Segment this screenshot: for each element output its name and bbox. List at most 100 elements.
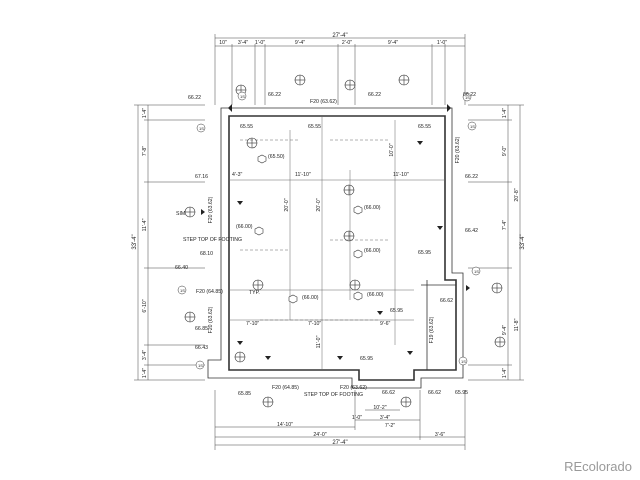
dim-bottom-d: 7'-2" bbox=[385, 423, 395, 429]
elev-1: 66.22 bbox=[188, 95, 201, 101]
tag-8: 1S bbox=[461, 359, 466, 364]
tag-circles bbox=[177, 91, 481, 370]
dim-left-d: 6'-10" bbox=[142, 299, 148, 312]
dim-top-5: 2'-0" bbox=[342, 40, 352, 46]
bracket-elev-1: (65.50) bbox=[268, 154, 285, 160]
elev-14: 66.62 bbox=[440, 298, 453, 304]
dim-right-e: 9'-4" bbox=[502, 325, 508, 335]
elev-2: 66.22 bbox=[268, 92, 281, 98]
inner-dim-h: 20'-0" bbox=[284, 198, 290, 211]
dim-top-3: 1'-0" bbox=[255, 40, 265, 46]
dim-right-g: 1'-4" bbox=[502, 368, 508, 378]
footing-bottom1: F20 (64.85) bbox=[272, 385, 299, 391]
elev-7: 65.55 bbox=[418, 124, 431, 130]
notch-lines bbox=[421, 280, 456, 370]
dim-bottom-c: 3'-4" bbox=[380, 415, 390, 421]
dim-left-overall: 33'-4" bbox=[132, 234, 138, 249]
tag-3: 1S bbox=[199, 126, 204, 131]
tag-6: 1S bbox=[474, 269, 479, 274]
inner-dim-g: 10'-0" bbox=[389, 143, 395, 156]
elev-17: 66.43 bbox=[195, 345, 208, 351]
footing-top: F20 (63.62) bbox=[310, 99, 337, 105]
note-typ: TYP. bbox=[249, 290, 260, 296]
note-step-left: STEP TOP OF FOOTING bbox=[183, 237, 242, 243]
bracket-elev-3: (66.00) bbox=[236, 224, 253, 230]
column-markers bbox=[184, 74, 506, 408]
elev-15: 65.95 bbox=[390, 308, 403, 314]
dim-bottom-overall: 27'-4" bbox=[332, 440, 347, 446]
elev-10: 66.42 bbox=[465, 228, 478, 234]
elev-12: 66.40 bbox=[175, 265, 188, 271]
inner-dim-j: 11'-0" bbox=[316, 335, 322, 348]
dim-left-c: 11'-4" bbox=[142, 218, 148, 231]
dim-right-a: 1'-4" bbox=[502, 108, 508, 118]
tag-2: 1S bbox=[465, 95, 470, 100]
elev-11: 65.95 bbox=[418, 250, 431, 256]
dim-left-e: 3'-4" bbox=[142, 350, 148, 360]
note-step-bottom: STEP TOP OF FOOTING bbox=[304, 392, 363, 398]
dim-right-b: 9'-0" bbox=[502, 146, 508, 156]
tag-7: 1S bbox=[180, 288, 185, 293]
elev-22: 65.95 bbox=[455, 390, 468, 396]
bottom-dimension-lines bbox=[214, 390, 466, 450]
foundation-outline-inner bbox=[228, 115, 457, 381]
inner-dim-a: 4'-3" bbox=[232, 172, 242, 178]
dim-right-f: 11'-8" bbox=[514, 318, 520, 331]
elev-4: 66.22 bbox=[463, 92, 476, 98]
tag-1: 1S bbox=[240, 94, 245, 99]
footing-bottom2: F20 (63.62) bbox=[340, 385, 367, 391]
inner-dim-i: 20'-0" bbox=[316, 198, 322, 211]
dim-right-d: 7'-4" bbox=[502, 220, 508, 230]
dim-bottom-b: 1'-0" bbox=[352, 415, 362, 421]
hex-tags bbox=[254, 154, 363, 304]
dim-bottom-f: 24'-0" bbox=[313, 432, 326, 438]
footing-left: F20 (63.62) bbox=[208, 196, 214, 223]
footing-right: F20 (63.62) bbox=[455, 136, 461, 163]
elev-13: 68.10 bbox=[200, 251, 213, 257]
dim-top-1: 10" bbox=[219, 40, 227, 46]
inner-dim-e: 7'-10" bbox=[308, 321, 321, 327]
elev-16: 66.85 bbox=[195, 326, 208, 332]
dim-bottom-e: 14'-10" bbox=[277, 422, 293, 428]
bracket-elev-6: (66.00) bbox=[367, 292, 384, 298]
dim-bottom-g: 3'-6" bbox=[435, 432, 445, 438]
arrow-markers bbox=[201, 104, 470, 360]
footing-right3: F19 (63.62) bbox=[429, 316, 435, 343]
footing-left3: F20 (63.62) bbox=[208, 306, 214, 333]
dim-left-f: 1'-4" bbox=[142, 368, 148, 378]
dim-right-c: 20'-8" bbox=[514, 188, 520, 201]
elev-5: 65.55 bbox=[240, 124, 253, 130]
inner-dim-c: 11'-10" bbox=[393, 172, 409, 178]
dim-top-6: 9'-4" bbox=[388, 40, 398, 46]
dim-top-overall: 27'-4" bbox=[332, 33, 347, 39]
tag-5: 1S bbox=[198, 363, 203, 368]
elev-8: 67.16 bbox=[195, 174, 208, 180]
elev-19: 65.85 bbox=[238, 391, 251, 397]
dim-left-b: 7'-8" bbox=[142, 146, 148, 156]
top-dimension-lines bbox=[214, 34, 466, 105]
dim-top-7: 1'-0" bbox=[437, 40, 447, 46]
inner-dim-f: 9'-6" bbox=[380, 321, 390, 327]
footing-left2: F20 (64.85) bbox=[196, 289, 223, 295]
bracket-elev-2: (66.00) bbox=[364, 205, 381, 211]
inner-dim-d: 7'-10" bbox=[246, 321, 259, 327]
dim-left-a: 1'-4" bbox=[142, 108, 148, 118]
elev-9: 66.22 bbox=[465, 174, 478, 180]
elev-18: 65.95 bbox=[360, 356, 373, 362]
slab-grid-lines bbox=[229, 116, 445, 370]
watermark: REcolorado bbox=[564, 459, 632, 474]
left-dimension-lines bbox=[134, 104, 205, 381]
dim-top-4: 9'-4" bbox=[295, 40, 305, 46]
inner-dim-b: 11'-10" bbox=[295, 172, 311, 178]
dim-bottom-a: 10'-2" bbox=[373, 405, 386, 411]
bracket-elev-4: (66.00) bbox=[364, 248, 381, 254]
right-dimension-lines bbox=[468, 104, 524, 381]
elev-21: 66.62 bbox=[428, 390, 441, 396]
elev-20: 66.62 bbox=[382, 390, 395, 396]
foundation-outline-outer bbox=[207, 107, 464, 389]
dim-top-2: 3'-4" bbox=[238, 40, 248, 46]
bracket-elev-5: (66.00) bbox=[302, 295, 319, 301]
tag-4: 1S bbox=[470, 124, 475, 129]
